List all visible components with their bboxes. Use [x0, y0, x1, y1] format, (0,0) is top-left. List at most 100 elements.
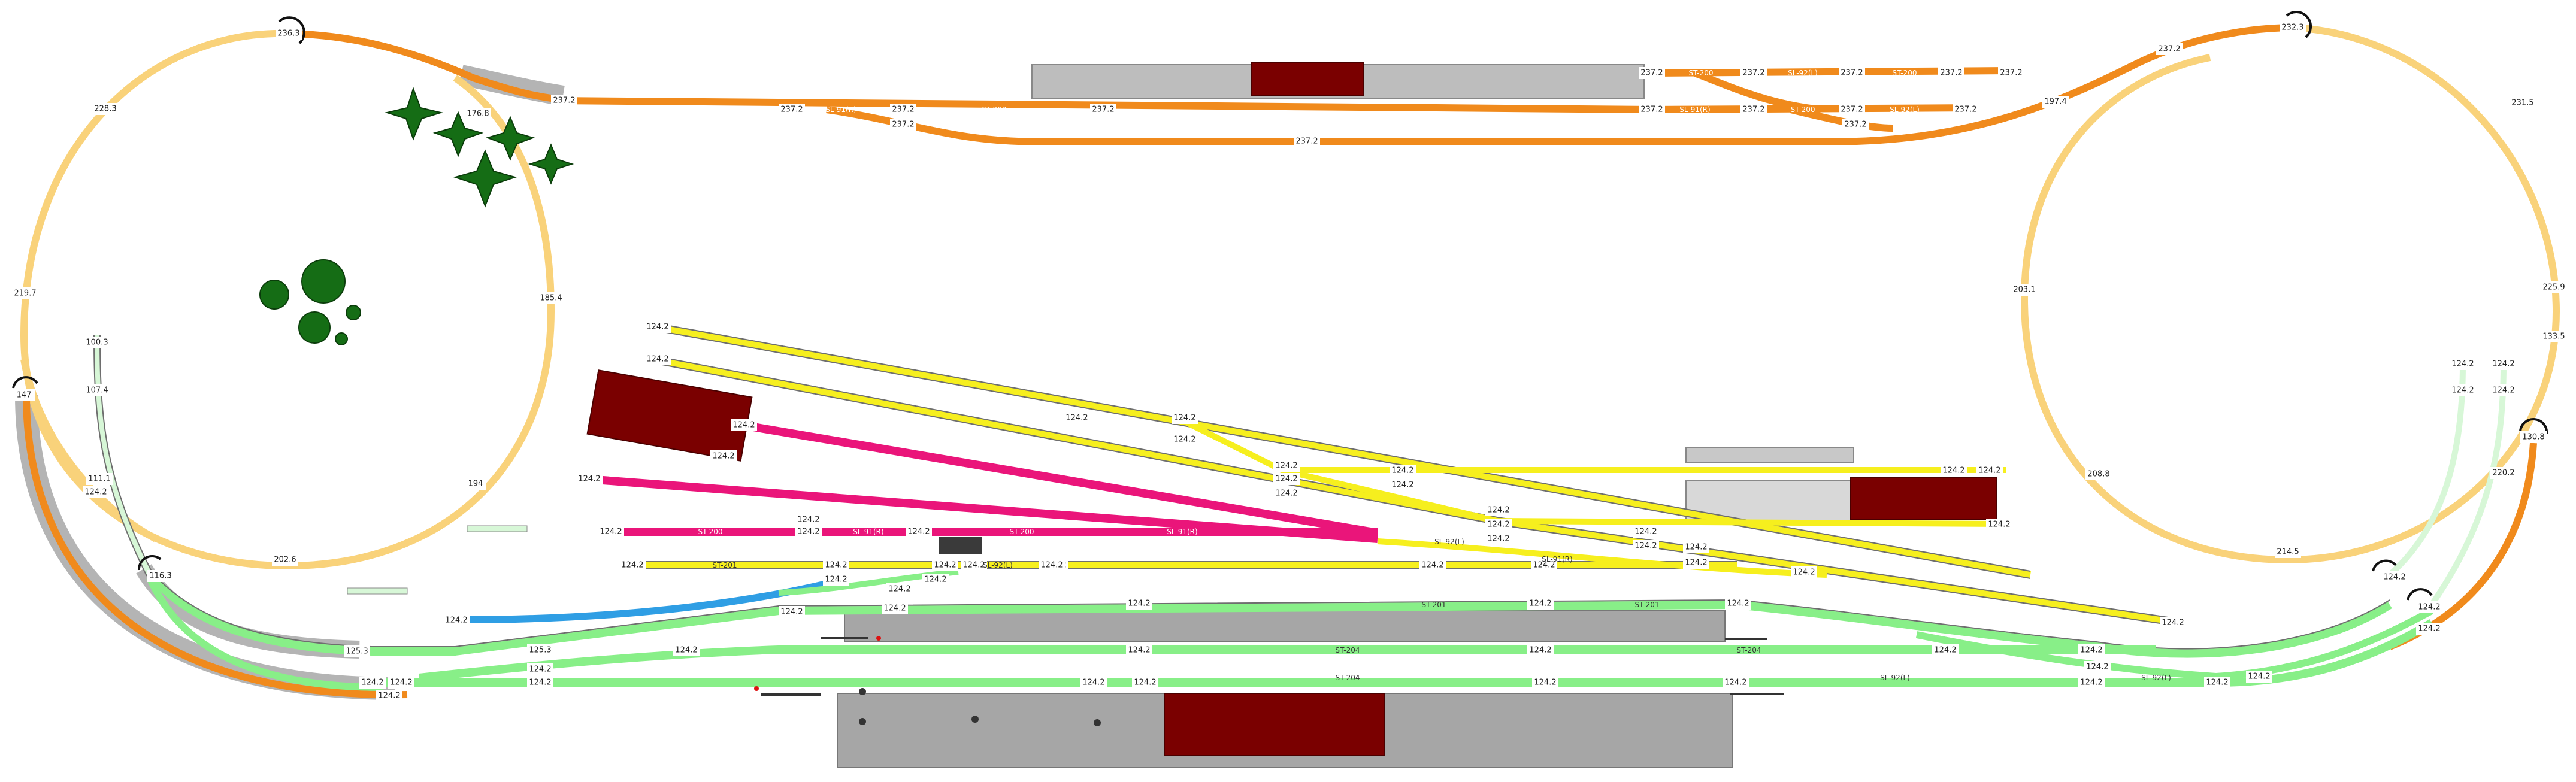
- height-label: 124.2: [2418, 625, 2440, 634]
- round-tree-icon: [298, 311, 331, 344]
- station-building-bottom: [1164, 693, 1385, 756]
- height-label: 208.8: [2087, 470, 2109, 479]
- height-label: 124.2: [1487, 520, 1509, 529]
- label-h237-11: 237.2: [1839, 67, 1865, 79]
- orange-top-curve-left: [287, 30, 576, 104]
- height-label: 124.2: [962, 561, 985, 570]
- spiral-arc-icon: [2519, 417, 2548, 434]
- building-left: [586, 369, 753, 462]
- height-label: 107.4: [86, 386, 108, 395]
- height-label: 124.2: [1685, 543, 1707, 552]
- height-label: 124.2: [934, 561, 956, 570]
- height-label: 237.2: [1742, 69, 1764, 78]
- star-tree-icon: [485, 116, 535, 161]
- height-label: 124.2: [1529, 646, 1551, 655]
- label-h237-13: 237.2: [1938, 67, 1964, 79]
- orange-top-crossover: [1693, 69, 1821, 113]
- label-h107: 107.4: [84, 384, 110, 396]
- label-h237-14: 237.2: [1953, 104, 1979, 116]
- height-label: 125.3: [529, 646, 551, 655]
- height-label: 124.2: [84, 488, 107, 497]
- height-label: 124.2: [888, 585, 910, 594]
- piece-label: SL-92(L): [1434, 538, 1464, 546]
- marker-light-green-2: [347, 587, 408, 595]
- height-label: 124.2: [907, 528, 930, 537]
- spiral-arc-icon: [2372, 559, 2397, 572]
- marker-dot-2: [971, 716, 979, 723]
- signal-red-2: [754, 686, 759, 691]
- label-h237-12: 237.2: [1839, 104, 1865, 116]
- spiral-arc-icon: [137, 554, 162, 571]
- height-label: 237.2: [1844, 120, 1866, 129]
- star-tree-icon: [385, 86, 443, 141]
- height-label: 124.2: [797, 528, 819, 537]
- height-label: 232.3: [2281, 23, 2303, 32]
- height-label: 197.4: [2044, 98, 2066, 107]
- piece-label: ST-201: [1421, 601, 1446, 609]
- signal-red-1: [876, 636, 881, 641]
- piece-label: SL-91(R): [825, 105, 856, 114]
- piece-label: ST-200: [1009, 528, 1034, 536]
- height-label: 185.4: [540, 294, 562, 303]
- round-tree-icon: [259, 280, 289, 310]
- piece-label: ST-200: [698, 528, 722, 536]
- piece-label: ST-204: [1335, 674, 1360, 682]
- piece-label: ST-204: [1736, 646, 1761, 654]
- label-h237-15: 237.2: [1842, 119, 1869, 131]
- label-h176: 176.8: [465, 108, 491, 120]
- spiral-arc-icon: [12, 376, 38, 389]
- height-label: 203.1: [2013, 286, 2035, 295]
- height-label: 124.2: [797, 516, 819, 525]
- height-label: 124.2: [1173, 435, 1195, 444]
- height-label: 124.2: [600, 528, 622, 537]
- label-h237-10: 237.2: [1740, 104, 1767, 116]
- height-label: 124.2: [1128, 599, 1150, 608]
- height-label: 147: [17, 391, 32, 400]
- height-label: 237.2: [780, 105, 803, 114]
- height-label: 124.2: [1391, 481, 1413, 490]
- height-label: 237.2: [1742, 105, 1764, 114]
- height-label: 124.2: [1685, 559, 1707, 568]
- height-label: 124.2: [2418, 603, 2440, 612]
- spiral-arc-icon: [2286, 10, 2312, 38]
- height-label: 124.2: [1040, 561, 1063, 570]
- label-h237-7: 237.2: [1639, 67, 1665, 79]
- label-h237-6: 237.2: [1294, 135, 1320, 147]
- label-h225: 225.9: [2541, 281, 2567, 293]
- height-label: 225.9: [2542, 283, 2565, 292]
- small-dark-building: [939, 537, 982, 554]
- height-label: 124.2: [825, 575, 847, 584]
- orange-left-curve: [23, 395, 408, 699]
- height-label: 124.2: [646, 355, 668, 364]
- height-label: 124.2: [712, 452, 734, 461]
- height-label: 124.2: [1529, 599, 1551, 608]
- height-label: 237.2: [1092, 105, 1114, 114]
- height-label: 124.2: [1793, 568, 1815, 577]
- height-label: 124.2: [780, 608, 803, 617]
- piece-label: SL-92(L): [2141, 674, 2171, 682]
- height-label: 124.2: [2492, 360, 2514, 369]
- label-h147: 147: [13, 389, 35, 401]
- branch-left-light-green: [94, 335, 153, 577]
- height-label: 124.2: [1634, 542, 1657, 551]
- magenta-1: [741, 421, 1379, 537]
- label-h219: 219.7: [12, 287, 38, 299]
- height-label: 220.2: [2492, 469, 2514, 478]
- height-label: 124.2: [445, 616, 467, 625]
- height-label: 124.2: [675, 646, 697, 655]
- yellow-diagonal-1-edge: [652, 322, 2031, 579]
- height-label: 202.6: [274, 556, 296, 565]
- label-h125-1: 125.3: [344, 645, 370, 657]
- spiral-marks: [12, 10, 2548, 601]
- piece-label: SL-91(R): [1167, 528, 1197, 536]
- label-h116: 116.3: [147, 570, 174, 582]
- height-label: 100.3: [86, 338, 108, 347]
- piece-label: ST-200: [1892, 69, 1917, 77]
- height-label: 194: [468, 480, 483, 489]
- height-label: 124.2: [825, 561, 847, 570]
- height-label: 237.2: [1841, 105, 1863, 114]
- label-h214: 214.5: [2275, 546, 2301, 558]
- round-tree-icon: [346, 305, 361, 320]
- green-line-4: [146, 576, 384, 691]
- height-label: 237.2: [1940, 69, 1962, 78]
